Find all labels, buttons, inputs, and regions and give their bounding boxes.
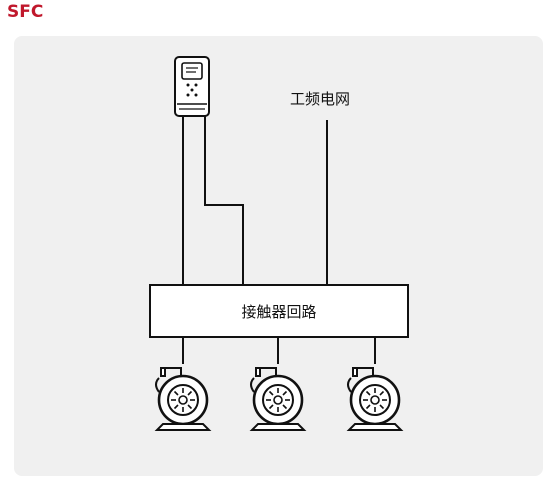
motor-icon-2 [249,367,307,431]
motor-icon-1 [154,367,212,431]
drive-unit-icon [174,56,210,117]
contactor-box [149,284,409,338]
drive-wires [182,116,244,285]
grid-label: 工频电网 [290,90,351,108]
motor-feed-lines [182,337,376,364]
contactor-label: 接触器回路 [241,302,317,321]
diagram-title: SFC [7,2,44,22]
motor-icon-3 [346,367,404,431]
